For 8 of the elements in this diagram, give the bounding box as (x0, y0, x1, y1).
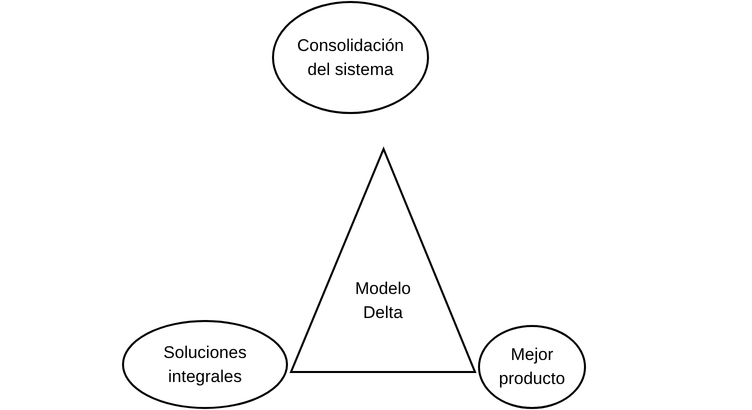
node-label: Mejor producto (498, 344, 566, 390)
node-label: Consolidación del sistema (296, 34, 405, 80)
node-label: Soluciones integrales (162, 342, 248, 388)
ellipse-node (478, 325, 586, 409)
node-label: Modelo Delta (354, 278, 412, 324)
triangle-node (290, 148, 476, 373)
ellipse-node (272, 1, 429, 114)
ellipse-node (122, 320, 288, 409)
